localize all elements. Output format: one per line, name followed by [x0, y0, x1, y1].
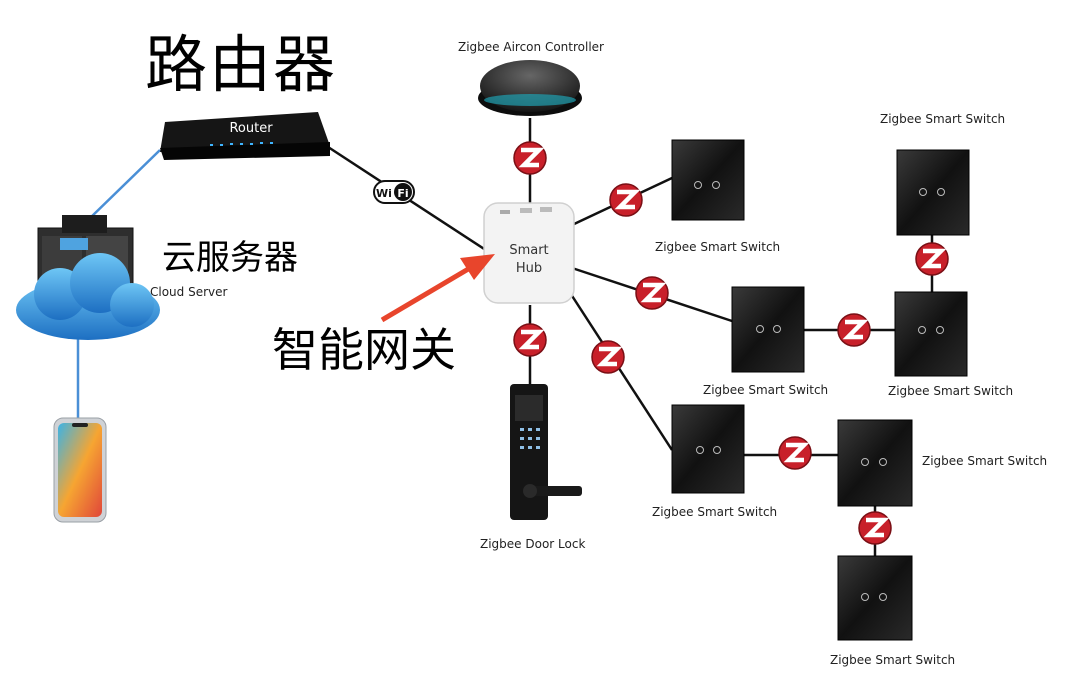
smart-switch-1	[671, 139, 745, 221]
door-lock-label: Zigbee Door Lock	[480, 537, 586, 551]
zigbee-icon	[779, 437, 811, 469]
cloud-server-chinese-label: 云服务器	[162, 238, 298, 278]
pointer-arrow	[380, 254, 495, 323]
cloud-icon	[16, 253, 160, 340]
phone-icon	[53, 417, 107, 523]
switch-label-1: Zigbee Smart Switch	[655, 240, 781, 254]
router-device	[160, 112, 330, 160]
router-label: Router	[229, 121, 273, 136]
switch-label-7: Zigbee Smart Switch	[830, 653, 956, 667]
aircon-controller-label: Zigbee Aircon Controller	[458, 40, 604, 54]
smart-switch-2	[731, 286, 805, 373]
wifi-right-text: Fi	[397, 187, 408, 200]
router-to-cloud-line	[87, 149, 161, 221]
smart-switch-4	[671, 404, 745, 494]
hub-label-line1: Smart	[509, 243, 548, 258]
zigbee-icon	[859, 512, 891, 544]
smart-switch-7	[837, 555, 913, 641]
switch-label-5: Zigbee Smart Switch	[922, 454, 1048, 468]
aircon-controller-device	[478, 60, 582, 116]
zigbee-icon	[514, 142, 546, 174]
cloud-server-label: Cloud Server	[150, 285, 228, 299]
smart-hub-device	[483, 202, 575, 304]
zigbee-icon	[838, 314, 870, 346]
switch-label-3: Zigbee Smart Switch	[888, 384, 1014, 398]
switch-label-4: Zigbee Smart Switch	[652, 505, 778, 519]
router-chinese-title: 路由器	[145, 28, 338, 101]
zigbee-icon	[592, 341, 624, 373]
wifi-left-text: Wi	[376, 187, 392, 200]
switch-label-6: Zigbee Smart Switch	[880, 112, 1006, 126]
door-lock-device	[510, 384, 582, 520]
zigbee-icon	[610, 184, 642, 216]
switch-label-2: Zigbee Smart Switch	[703, 383, 829, 397]
smart-hub-chinese-label: 智能网关	[272, 323, 456, 377]
router-to-hub-line	[324, 143, 499, 260]
zigbee-icon	[636, 277, 668, 309]
zigbee-icon	[916, 243, 948, 275]
smart-switch-5	[837, 419, 913, 507]
zigbee-icon	[514, 324, 546, 356]
wifi-icon: Wi Fi	[373, 180, 415, 204]
hub-label-line2: Hub	[516, 261, 542, 276]
smart-switch-6	[896, 149, 970, 236]
smart-switch-3	[894, 291, 968, 377]
